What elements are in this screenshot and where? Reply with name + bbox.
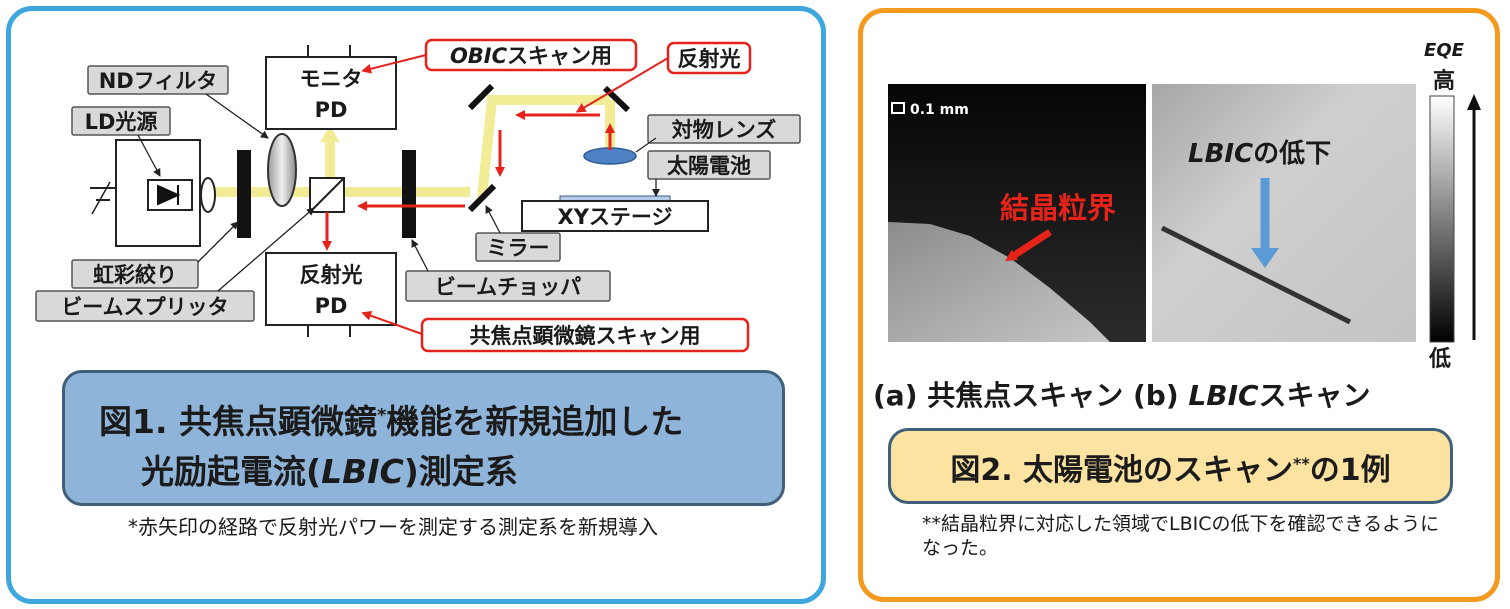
confocal-label: 共焦点顕微鏡スキャン用 [470, 324, 701, 348]
collimator-lens-icon [200, 177, 216, 213]
beam-arrowhead-up [320, 126, 340, 142]
eqe-high-label: 高 [1433, 68, 1455, 94]
xy-stage-label: XYステージ [558, 205, 673, 229]
ld-source-box [115, 139, 201, 247]
monitor-pd-box [265, 56, 397, 130]
monitor-pd-label-top: モニタ [300, 67, 363, 91]
solar-cell-tag: 太陽電池 [647, 150, 771, 180]
nd-filter-label: NDフィルタ [99, 69, 218, 93]
scan-labels: (a) 共焦点スキャン (b) LBICスキャン [873, 379, 1371, 412]
iris-tag: 虹彩絞り [71, 259, 199, 289]
mirror-top-left [467, 83, 495, 111]
reflected-light-label: 反射光 [678, 47, 741, 71]
eqe-colorbar [1429, 95, 1455, 343]
figure1-caption: 図1. 共焦点顕微鏡*機能を新規追加した 光励起電流(LBIC)測定系 [62, 370, 785, 506]
mirror-bottom [467, 183, 497, 213]
nd-filter-tag: NDフィルタ [87, 65, 229, 95]
figure2-caption: 図2. 太陽電池のスキャン**の1例 [888, 428, 1453, 504]
obic-callout: OBICスキャン用 [424, 38, 638, 72]
scale-bar-label: 0.1 mm [910, 102, 969, 118]
lbic-scan-image: LBICの低下 [1152, 84, 1416, 342]
reflect-pd-label-top: 反射光 [300, 263, 363, 287]
obic-callout-label: OBICスキャン用 [450, 44, 612, 68]
mirror-tag: ミラー [475, 232, 561, 262]
battery-slash [91, 181, 111, 215]
reflect-pd-label-bottom: PD [315, 294, 348, 318]
objective-lens-tag: 対物レンズ [647, 114, 801, 144]
reflected-light-callout: 反射光 [666, 41, 752, 75]
beam-chopper-tag: ビームチョッパ [405, 270, 611, 302]
beam-splitter-label: ビームスプリッタ [61, 295, 228, 319]
scale-bar-icon [891, 102, 905, 114]
iris-bar [237, 150, 251, 238]
reflect-pd-box [265, 252, 397, 326]
eqe-low-label: 低 [1428, 347, 1451, 370]
ld-source-tag: LD光源 [71, 106, 171, 136]
figure2-caption-text: 図2. 太陽電池のスキャン**の1例 [950, 453, 1391, 488]
beam-chopper-label: ビームチョッパ [435, 275, 581, 299]
reflected-path-arrows [322, 110, 615, 251]
chopper-bar [402, 150, 416, 238]
xy-stage-box [521, 200, 709, 232]
callout-lines [361, 54, 669, 335]
monitor-pd-label-bottom: PD [315, 98, 348, 122]
eqe-label: EQE [1424, 40, 1465, 61]
lbic-drop-arrowhead [1251, 248, 1279, 268]
figure2-note: **結晶粒界に対応した領域でLBICの低下を確認できるようになった。 [922, 513, 1440, 559]
beam-splitter-tag: ビームスプリッタ [35, 290, 255, 322]
iris-label: 虹彩絞り [93, 263, 177, 287]
grain-boundary-arrow [1004, 229, 1052, 262]
mirror-label: ミラー [487, 236, 550, 260]
figure1-caption-line1: 図1. 共焦点顕微鏡*機能を新規追加した [99, 402, 684, 441]
figure1-diagram: モニタ PD 反射光 PD XYステージ NDフィルタ LD光源 虹彩絞り ビー… [35, 38, 801, 353]
figure1-caption-line2: 光励起電流(LBIC)測定系 [141, 452, 518, 491]
ld-source-label: LD光源 [85, 110, 158, 134]
grain-boundary-line [1160, 225, 1352, 325]
diode-icon [157, 184, 181, 206]
solar-cell-label: 太陽電池 [667, 154, 751, 178]
figure1-note: *赤矢印の経路で反射光パワーを測定する測定系を新規導入 [128, 515, 658, 539]
confocal-callout: 共焦点顕微鏡スキャン用 [420, 317, 750, 353]
eqe-arrowhead [1467, 94, 1481, 110]
mirror-top-right [602, 85, 631, 113]
lbic-drop-label: LBICの低下 [1188, 139, 1331, 169]
nd-filter-lens-icon [267, 133, 297, 207]
objective-lens-label: 対物レンズ [672, 118, 777, 142]
objective-lens-icon [583, 147, 637, 165]
beam-splitter-diagonal [309, 177, 345, 213]
figure2-images: 0.1 mm 結晶粒界 LBICの低下 EQE 高 低 [888, 40, 1481, 370]
pointer-lines [137, 93, 660, 292]
grain-boundary-label: 結晶粒界 [1000, 191, 1116, 225]
confocal-scan-image: 0.1 mm 結晶粒界 [888, 84, 1146, 342]
